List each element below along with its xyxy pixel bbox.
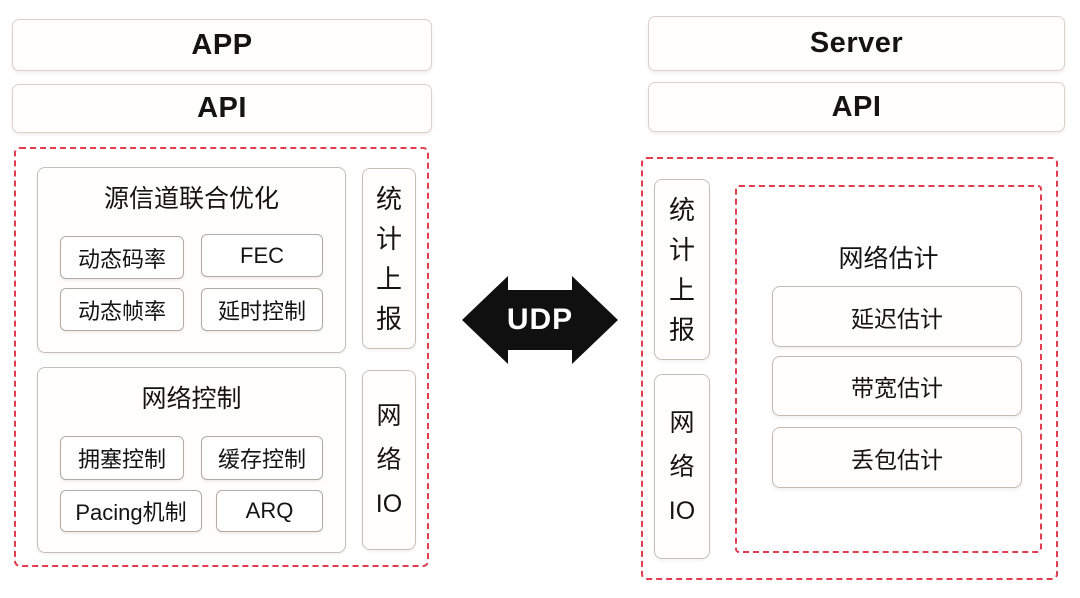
client-api-label: API	[197, 92, 247, 124]
client-panel: 源信道联合优化 动态码率 FEC 动态帧率 延时控制 统 计 上 报 网络控制 …	[14, 147, 429, 567]
item-dynamic-bitrate: 动态码率	[60, 236, 184, 279]
server-api-box: API	[648, 82, 1065, 132]
network-estimation-title: 网络估计	[838, 245, 939, 273]
network-control-title: 网络控制	[141, 385, 242, 413]
item-fec: FEC	[201, 234, 323, 277]
server-panel: 统 计 上 报 网 络 IO 网络估计 延迟估计 带宽估计 丢包估计	[641, 157, 1058, 580]
server-network-io-label: 网 络 IO	[668, 408, 696, 525]
server-network-io-box: 网 络 IO	[654, 374, 710, 559]
udp-label: UDP	[506, 303, 574, 336]
source-channel-title: 源信道联合优化	[103, 185, 279, 213]
client-stats-report-box: 统 计 上 报	[362, 168, 416, 349]
network-control-module: 网络控制 拥塞控制 缓存控制 Pacing机制 ARQ	[37, 367, 346, 553]
client-api-box: API	[12, 84, 432, 133]
item-bandwidth-estimation: 带宽估计	[772, 356, 1022, 416]
item-buffer-control: 缓存控制	[201, 436, 323, 480]
client-network-io-box: 网 络 IO	[362, 370, 416, 550]
item-delay-control: 延时控制	[201, 288, 323, 331]
server-stats-report-label: 统 计 上 报	[668, 194, 695, 345]
item-packet-loss-estimation: 丢包估计	[772, 427, 1022, 488]
server-box: Server	[648, 16, 1065, 71]
double-arrow-icon	[462, 276, 618, 364]
client-network-io-label: 网 络 IO	[375, 402, 403, 518]
server-label: Server	[809, 27, 904, 59]
client-app-box: APP	[12, 19, 432, 71]
source-channel-module: 源信道联合优化 动态码率 FEC 动态帧率 延时控制	[37, 167, 346, 353]
item-congestion-control: 拥塞控制	[60, 436, 184, 480]
item-dynamic-framerate: 动态帧率	[60, 288, 184, 331]
server-api-label: API	[831, 90, 882, 123]
item-pacing-mechanism: Pacing机制	[60, 490, 202, 532]
network-estimation-module: 网络估计 延迟估计 带宽估计 丢包估计	[735, 185, 1042, 553]
server-stats-report-box: 统 计 上 报	[654, 179, 710, 360]
item-arq: ARQ	[216, 490, 323, 532]
udp-link: UDP	[462, 274, 618, 366]
client-stats-report-label: 统 计 上 报	[375, 183, 402, 334]
client-app-label: APP	[191, 28, 253, 61]
item-delay-estimation: 延迟估计	[772, 286, 1022, 347]
